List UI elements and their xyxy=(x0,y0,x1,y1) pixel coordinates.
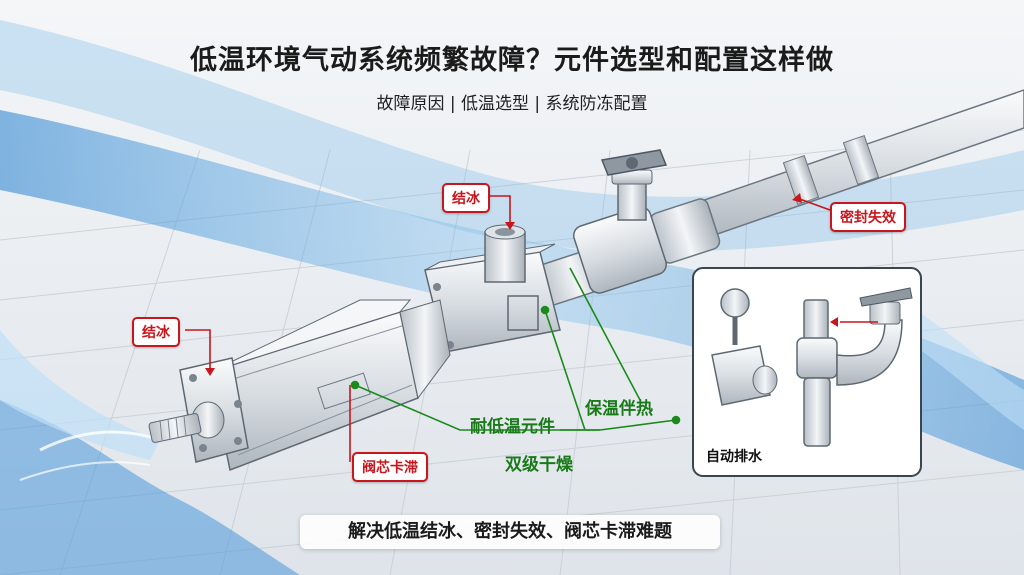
label-dual-drying: 双级干燥 xyxy=(505,455,573,475)
tag-icing-left: 结冰 xyxy=(132,317,180,347)
auto-drain-inset xyxy=(692,267,922,477)
label-auto-drain: 自动排水 xyxy=(706,449,762,465)
drain-valve-left xyxy=(711,288,778,406)
page-subtitle: 故障原因 | 低温选型 | 系统防冻配置 xyxy=(376,94,648,114)
supply-pipe xyxy=(689,89,1024,241)
solution-callout-lines xyxy=(350,267,681,431)
ball-valve xyxy=(572,149,668,294)
tag-seal-failure: 密封失效 xyxy=(830,202,906,232)
tag-spool-stuck: 阀芯卡滞 xyxy=(352,452,428,482)
pneumatic-cylinder xyxy=(148,299,451,472)
tag-icing-top: 结冰 xyxy=(442,183,490,213)
problem-callout-lines xyxy=(185,193,878,462)
page-title: 低温环境气动系统频繁故障？元件选型和配置这样做 xyxy=(190,45,834,76)
label-insulation-heat: 保温伴热 xyxy=(585,399,653,419)
bottom-banner: 解决低温结冰、密封失效、阀芯卡滞难题 xyxy=(300,515,720,549)
label-low-temp-components: 耐低温元件 xyxy=(470,417,555,437)
drain-valve-right xyxy=(796,287,913,447)
